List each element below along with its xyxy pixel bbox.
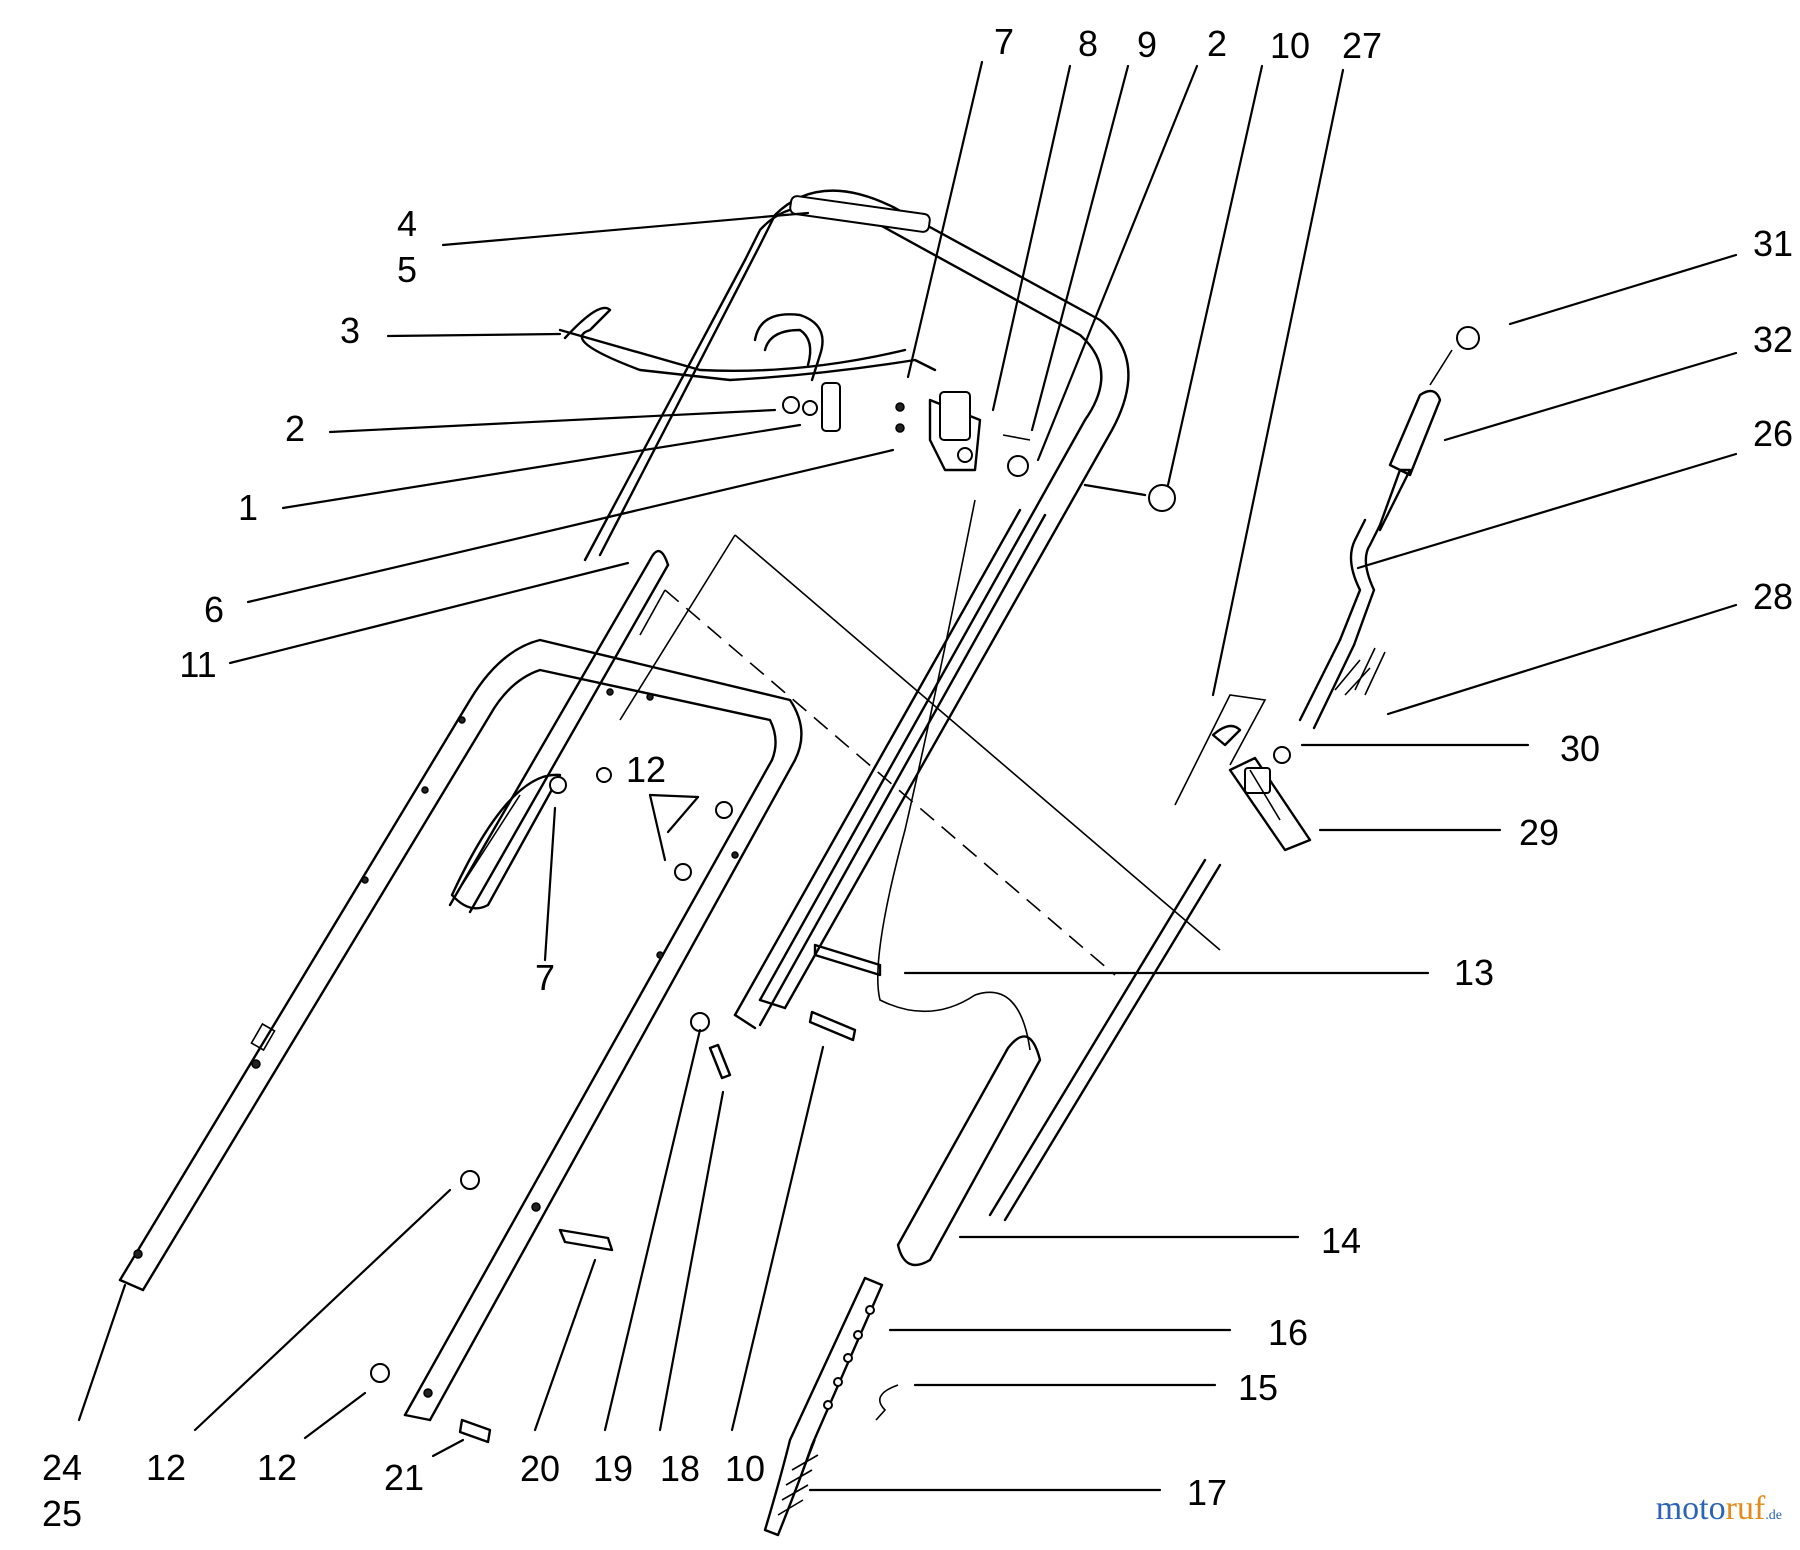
callout-label: 8 <box>1078 23 1098 64</box>
callout-label: 10 <box>725 1448 765 1489</box>
callout-label: 16 <box>1268 1312 1308 1353</box>
callout-label: 17 <box>1187 1472 1227 1513</box>
callout-label: 12 <box>257 1447 297 1488</box>
hardware <box>370 688 882 1444</box>
shift-lever <box>1273 326 1480 764</box>
control-bail <box>558 306 937 382</box>
leader-lines <box>77 60 1738 1492</box>
brake-bracket-assembly <box>782 382 1176 512</box>
callout-label: 11 <box>179 644 216 685</box>
callout-label: 14 <box>1321 1220 1361 1261</box>
frame-outline <box>619 534 1221 976</box>
callout-label: 24 <box>42 1447 82 1488</box>
watermark-suffix: .de <box>1765 1508 1782 1523</box>
callout-label: 7 <box>994 21 1014 62</box>
shift-box <box>1174 694 1312 852</box>
callout-label: 32 <box>1753 319 1793 360</box>
callout-label: 21 <box>384 1457 424 1498</box>
callout-label: 27 <box>1342 25 1382 66</box>
callout-label: 25 <box>42 1493 82 1534</box>
right-handle-rod <box>733 508 1047 1030</box>
callout-label: 28 <box>1753 576 1793 617</box>
callout-label: 1 <box>238 487 258 528</box>
grip-sleeve <box>896 1035 1042 1267</box>
callout-label: 30 <box>1560 728 1600 769</box>
callout-label: 20 <box>520 1448 560 1489</box>
center-handle <box>448 550 670 914</box>
watermark-main: moto <box>1655 1490 1726 1527</box>
watermark-logo: motoruf.de <box>1656 1490 1782 1528</box>
callout-label: 9 <box>1137 24 1157 65</box>
lower-handle <box>118 638 803 1422</box>
callout-label: 15 <box>1238 1367 1278 1408</box>
callout-label: 5 <box>397 249 417 290</box>
callout-label: 2 <box>1207 23 1227 64</box>
callout-label: 10 <box>1270 25 1310 66</box>
callout-label: 7 <box>535 957 555 998</box>
callout-label: 19 <box>593 1448 633 1489</box>
callout-label: 6 <box>204 589 224 630</box>
callout-label: 31 <box>1753 223 1793 264</box>
traction-rod <box>988 858 1222 1222</box>
callout-label: 12 <box>146 1447 186 1488</box>
callout-label: 4 <box>397 203 417 244</box>
callout-label: 29 <box>1519 812 1559 853</box>
callout-label: 18 <box>660 1448 700 1489</box>
callout-label: 2 <box>285 408 305 449</box>
callout-label: 3 <box>340 310 360 351</box>
callout-label: 26 <box>1753 413 1793 454</box>
watermark-accent: ruf <box>1725 1490 1766 1527</box>
callout-labels: 7 8 9 2 10 27 4 5 3 2 1 6 11 31 32 26 28… <box>42 21 1793 1534</box>
height-adjust-lever <box>763 1276 899 1537</box>
callout-label: 12 <box>626 749 666 790</box>
upper-handle <box>583 189 1130 1010</box>
callout-label: 13 <box>1454 952 1494 993</box>
